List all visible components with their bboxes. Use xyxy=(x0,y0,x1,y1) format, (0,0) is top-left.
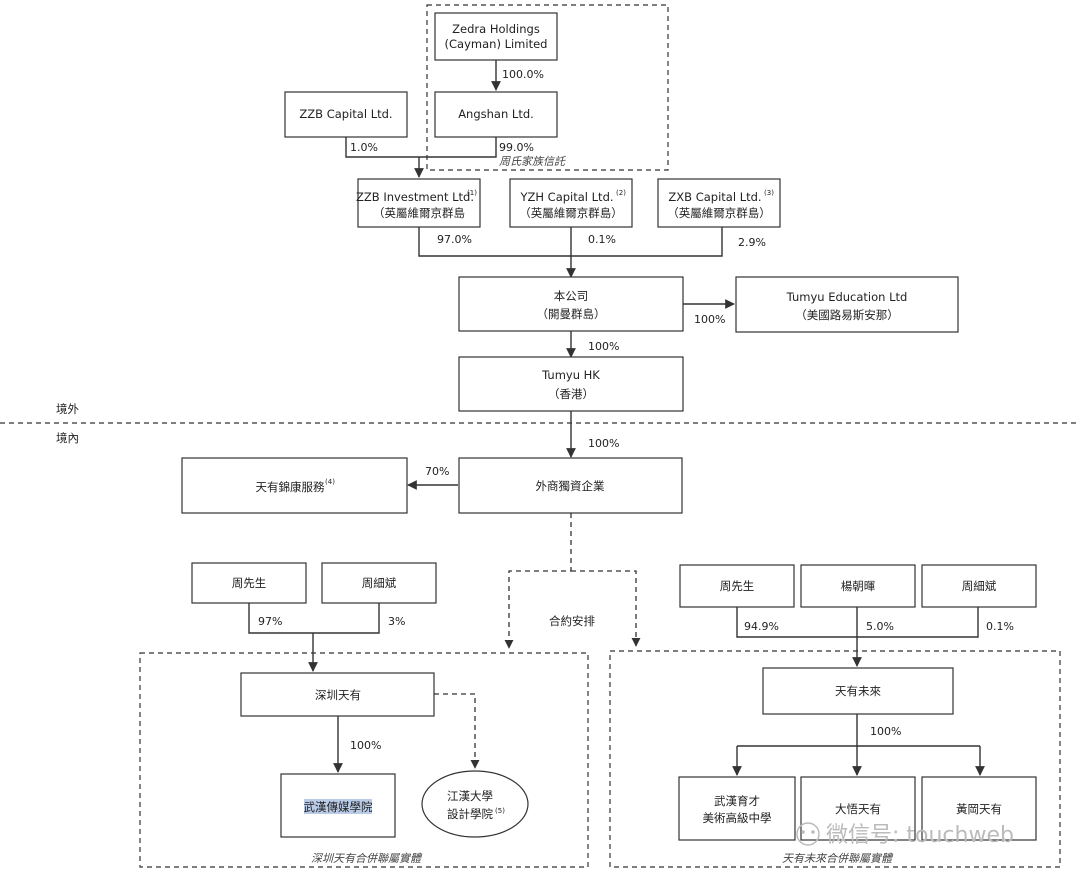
node-angshan-label: Angshan Ltd. xyxy=(458,107,534,121)
node-tumyu-hk-line2: （香港） xyxy=(548,387,594,401)
watermark-text: 微信号: touchweb xyxy=(826,823,1014,848)
wechat-icon xyxy=(796,822,820,846)
shenzhen-vie-frame xyxy=(139,652,589,868)
contract-label: 合約安排 xyxy=(549,614,595,628)
edge-zhoux-future-label: 0.1% xyxy=(986,620,1014,633)
edge-yang-future-label: 5.0% xyxy=(866,620,894,633)
node-tianyou-jinkang-label: 天有錦康服務 xyxy=(256,480,325,494)
node-zedra-line1: Zedra Holdings xyxy=(452,22,540,36)
edge-yzh-label: 0.1% xyxy=(588,233,616,246)
node-zxb-capital: ZXB Capital Ltd. (3) （英屬維爾京群島） xyxy=(657,178,781,228)
node-yzh-capital: YZH Capital Ltd. (2) （英屬維爾京群島） xyxy=(509,178,633,228)
edge-company-education-label: 100% xyxy=(694,313,725,326)
node-zedra: Zedra Holdings (Cayman) Limited xyxy=(434,12,558,61)
onshore-label: 境內 xyxy=(56,431,79,445)
edge-left-owners-join xyxy=(248,603,380,634)
node-wuhan-media: 武漢傳媒學院 xyxy=(280,773,396,838)
node-zzb-investment-line2: （英屬維爾京群島 xyxy=(373,206,465,220)
node-yzh-capital-line2: （英屬維爾京群島） xyxy=(519,206,623,220)
node-tumyu-education-line2: （美國路易斯安那） xyxy=(795,308,899,322)
edge-zhoux-shenzhen-label: 3% xyxy=(388,615,405,628)
node-yang-chaohui-label: 楊朝暉 xyxy=(841,579,876,593)
edge-trust-join xyxy=(345,137,497,158)
edge-wfoe-jinkang-label: 70% xyxy=(425,465,449,478)
node-wuhan-yucai-line2: 美術高級中學 xyxy=(703,811,772,825)
node-tumyu-hk: Tumyu HK （香港） xyxy=(458,356,684,412)
node-wuhan-media-label: 武漢傳媒學院 xyxy=(304,800,373,814)
node-tianyou-future-label: 天有未來 xyxy=(835,684,881,698)
family-trust-label: 周氏家族信託 xyxy=(499,155,567,168)
node-zzb-capital-label: ZZB Capital Ltd. xyxy=(299,107,392,121)
node-tianyou-jinkang-note: (4) xyxy=(325,478,335,486)
node-shenzhen-tianyou-label: 深圳天有 xyxy=(315,688,361,702)
node-zzb-investment-line1: ZZB Investment Ltd. xyxy=(356,190,474,204)
node-zxb-capital-note: (3) xyxy=(764,189,774,197)
node-wfoe-label: 外商獨資企業 xyxy=(536,479,605,493)
edge-zxb-label: 2.9% xyxy=(738,236,766,249)
node-mr-zhou-right-label: 周先生 xyxy=(720,579,755,593)
edge-shenzhen-jianghan xyxy=(434,693,480,769)
node-jianghan-design-note: (5) xyxy=(495,807,505,815)
node-dawu-tianyou: 大悟天有 xyxy=(800,776,916,841)
node-company-line1: 本公司 xyxy=(554,289,589,303)
node-jianghan-design: 江漢大學 設計學院 (5) xyxy=(421,770,529,838)
node-zzb-investment-note: (1) xyxy=(467,189,477,197)
node-zedra-line2: (Cayman) Limited xyxy=(445,37,548,51)
node-shenzhen-tianyou: 深圳天有 xyxy=(240,672,435,717)
node-company-line2: （開曼群島） xyxy=(537,307,606,321)
node-zhou-xibin-left: 周細斌 xyxy=(321,562,437,604)
node-jianghan-design-line1: 江漢大學 xyxy=(447,789,493,803)
node-dawu-tianyou-label: 大悟天有 xyxy=(835,802,881,816)
node-tumyu-education: Tumyu Education Ltd （美國路易斯安那） xyxy=(735,276,959,333)
node-zzb-investment: ZZB Investment Ltd. (1) （英屬維爾京群島 xyxy=(356,178,481,228)
watermark: 微信号: touchweb xyxy=(796,822,1014,848)
node-zzb-capital: ZZB Capital Ltd. xyxy=(284,91,408,138)
node-wuhan-yucai: 武漢育才 美術高級中學 xyxy=(678,776,796,841)
edge-shenzhen-wuhan-label: 100% xyxy=(350,739,381,752)
node-mr-zhou-left: 周先生 xyxy=(191,562,307,604)
edge-hk-wfoe-label: 100% xyxy=(588,437,619,450)
edge-zhou-future-label: 94.9% xyxy=(744,620,779,633)
node-zhou-xibin-left-label: 周細斌 xyxy=(362,576,397,590)
node-wuhan-media-highlight xyxy=(304,799,372,814)
edge-zzb-inv-label: 97.0% xyxy=(437,233,472,246)
edge-contract-right xyxy=(571,570,641,647)
node-mr-zhou-left-label: 周先生 xyxy=(232,576,267,590)
node-yang-chaohui: 楊朝暉 xyxy=(800,564,916,608)
node-mr-zhou-right: 周先生 xyxy=(679,564,795,608)
node-tumyu-education-line1: Tumyu Education Ltd xyxy=(786,290,908,304)
node-tianyou-future: 天有未來 xyxy=(762,667,954,715)
node-yzh-capital-note: (2) xyxy=(616,189,626,197)
node-angshan: Angshan Ltd. xyxy=(434,91,558,138)
node-yzh-capital-line1: YZH Capital Ltd. xyxy=(519,190,613,204)
offshore-label: 境外 xyxy=(56,402,79,416)
node-jianghan-design-line2: 設計學院 xyxy=(447,807,493,821)
node-tumyu-hk-line1: Tumyu HK xyxy=(541,368,600,382)
node-wuhan-yucai-line1: 武漢育才 xyxy=(714,794,760,808)
node-tianyou-jinkang: 天有錦康服務 (4) xyxy=(181,457,408,514)
future-vie-frame xyxy=(609,650,1061,868)
edge-company-hk-label: 100% xyxy=(588,340,619,353)
edge-contract-left xyxy=(504,513,572,649)
node-zhou-xibin-right: 周細斌 xyxy=(921,564,1037,608)
family-trust-frame xyxy=(426,4,669,171)
node-company: 本公司 （開曼群島） xyxy=(458,276,684,332)
node-huanggang-tianyou-label: 黃岡天有 xyxy=(956,802,1002,816)
edge-zzb-capital-label: 1.0% xyxy=(350,141,378,154)
node-wfoe: 外商獨資企業 xyxy=(458,457,683,514)
shenzhen-vie-label: 深圳天有合併聯屬實體 xyxy=(311,852,423,865)
edge-future-schools-label: 100% xyxy=(870,725,901,738)
node-zxb-capital-line2: （英屬維爾京群島） xyxy=(667,206,771,220)
node-zxb-capital-line1: ZXB Capital Ltd. xyxy=(668,190,761,204)
edge-zhou-shenzhen-label: 97% xyxy=(258,615,282,628)
node-huanggang-tianyou: 黃岡天有 xyxy=(921,776,1037,841)
node-zhou-xibin-right-label: 周細斌 xyxy=(962,579,997,593)
edge-angshan-label: 99.0% xyxy=(499,141,534,154)
future-vie-label: 天有未來合併聯屬實體 xyxy=(782,852,894,865)
edge-zedra-angshan-label: 100.0% xyxy=(502,68,544,81)
